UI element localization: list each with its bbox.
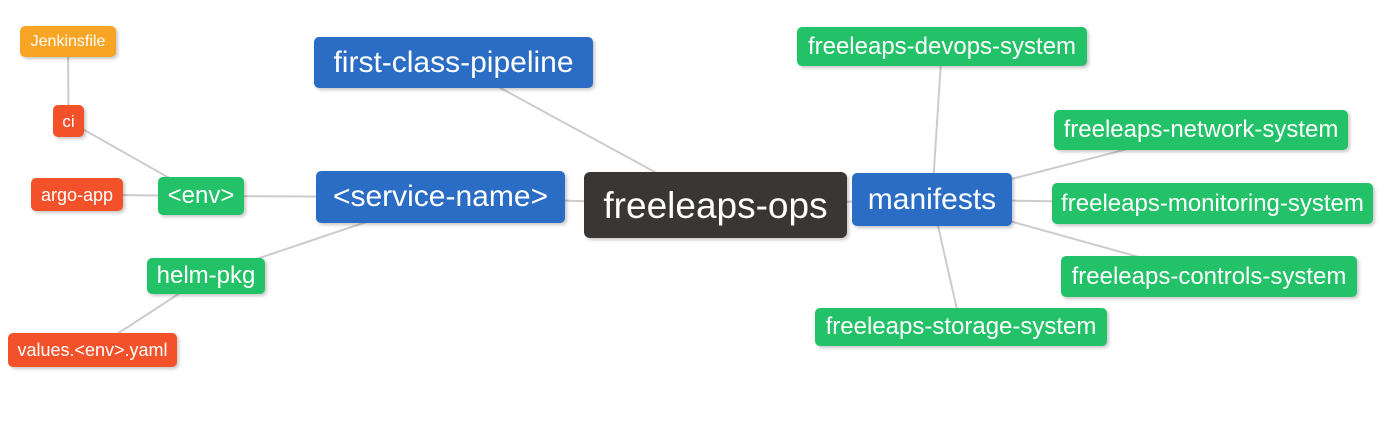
node-controls-system-label: freeleaps-controls-system — [1071, 262, 1347, 290]
node-freeleaps-devops-system[interactable]: freeleaps-devops-system — [797, 27, 1087, 66]
node-values-env-yaml-label: values.<env>.yaml — [17, 340, 168, 360]
node-helm-pkg-label: helm-pkg — [156, 262, 256, 289]
node-jenkinsfile[interactable]: Jenkinsfile — [20, 26, 116, 57]
node-monitoring-system-label: freeleaps-monitoring-system — [1061, 189, 1364, 217]
node-freeleaps-ops-root[interactable]: freeleaps-ops — [584, 172, 847, 238]
node-freeleaps-controls-system[interactable]: freeleaps-controls-system — [1061, 256, 1357, 297]
node-ci-label: ci — [62, 111, 75, 131]
node-values-env-yaml[interactable]: values.<env>.yaml — [8, 333, 177, 367]
node-ci[interactable]: ci — [53, 105, 84, 137]
node-devops-system-label: freeleaps-devops-system — [807, 32, 1077, 60]
node-manifests[interactable]: manifests — [852, 173, 1012, 226]
node-jenkinsfile-label: Jenkinsfile — [30, 32, 106, 50]
node-service-name-label: <service-name> — [332, 180, 549, 213]
node-freeleaps-network-system[interactable]: freeleaps-network-system — [1054, 110, 1348, 150]
node-service-name[interactable]: <service-name> — [316, 171, 565, 223]
node-network-system-label: freeleaps-network-system — [1063, 116, 1339, 143]
node-storage-system-label: freeleaps-storage-system — [825, 313, 1097, 340]
node-helm-pkg[interactable]: helm-pkg — [147, 258, 265, 294]
node-freeleaps-monitoring-system[interactable]: freeleaps-monitoring-system — [1052, 183, 1373, 224]
node-first-class-pipeline-label: first-class-pipeline — [333, 45, 574, 79]
node-argo-app-label: argo-app — [40, 184, 114, 205]
node-manifests-label: manifests — [867, 182, 997, 216]
node-first-class-pipeline[interactable]: first-class-pipeline — [314, 37, 593, 88]
node-argo-app[interactable]: argo-app — [31, 178, 123, 211]
node-env-label: <env> — [167, 182, 235, 209]
node-env[interactable]: <env> — [158, 177, 244, 215]
node-freeleaps-ops-label: freeleaps-ops — [603, 184, 828, 226]
node-freeleaps-storage-system[interactable]: freeleaps-storage-system — [815, 308, 1107, 346]
